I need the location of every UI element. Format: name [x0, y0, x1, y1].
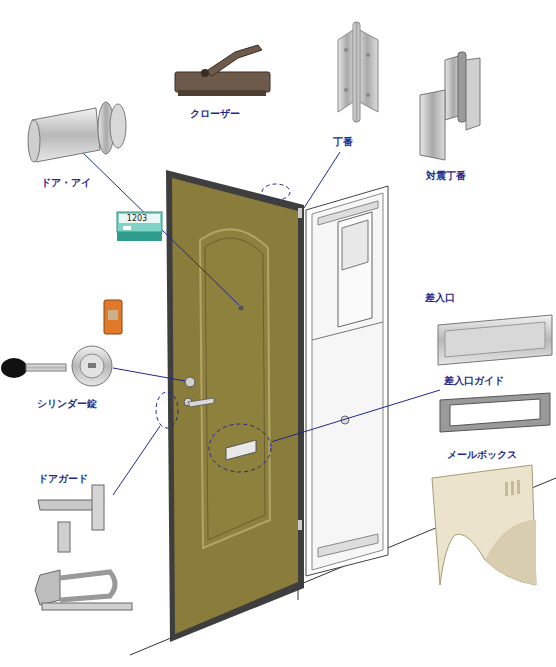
part-name: 対震丁番	[426, 170, 466, 182]
part-name: 差入口ガイド	[444, 375, 504, 387]
room-number: 1203	[127, 214, 147, 224]
part-name: 差入口	[425, 292, 455, 304]
part-name: 丁番	[333, 136, 353, 148]
part-name: ドアガード	[38, 473, 88, 485]
part-name: シリンダー錠	[37, 398, 97, 410]
part-name: クローザー	[190, 108, 240, 120]
part-name: メールボックス	[447, 449, 517, 461]
part-name: ドア・アイ	[41, 177, 91, 189]
